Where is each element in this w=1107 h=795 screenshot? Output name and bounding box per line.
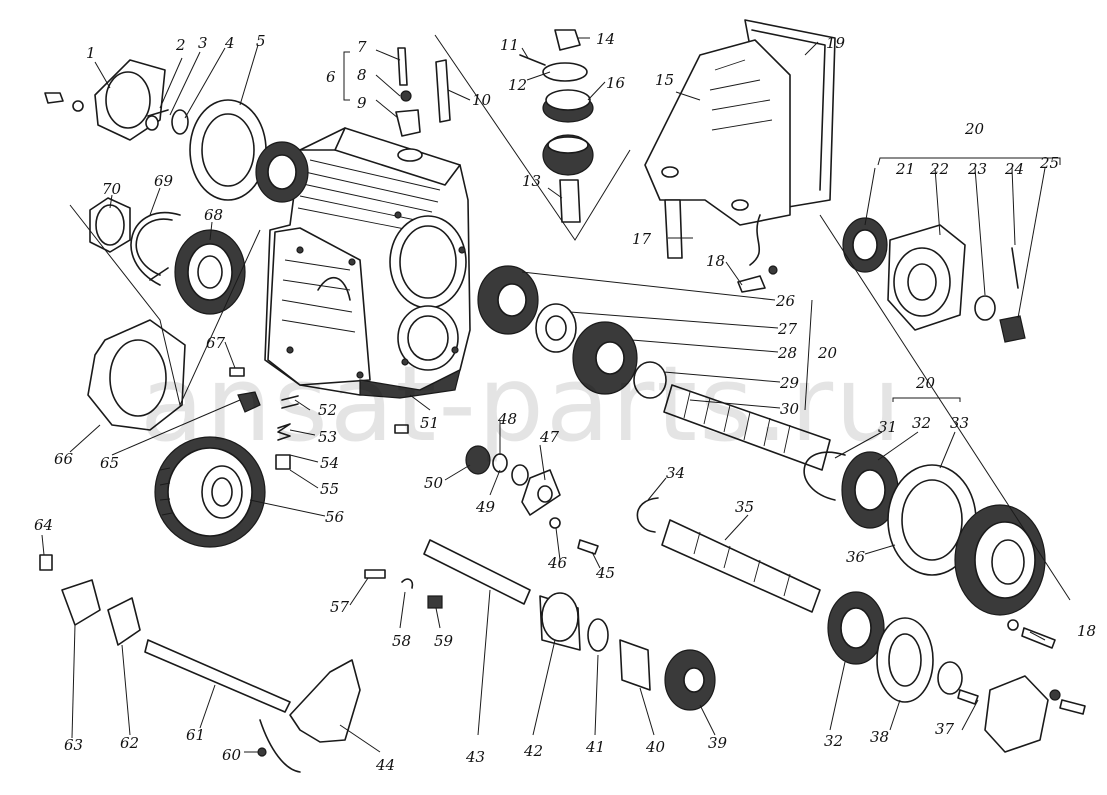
label-56: 56 [325,508,345,526]
label-10: 10 [472,91,492,109]
label-14: 14 [596,30,615,48]
label-19: 19 [826,34,846,52]
label-63: 63 [64,736,83,754]
label-32-top: 32 [912,414,931,432]
label-11: 11 [500,36,519,54]
label-17: 17 [632,230,652,248]
label-64: 64 [34,516,53,534]
top-small-parts [395,29,594,223]
label-46: 46 [547,554,568,572]
leader-lines [41,37,1046,753]
label-39: 39 [708,734,728,752]
right-flange-group [842,217,1026,343]
label-54: 54 [320,454,339,472]
label-68: 68 [204,206,223,224]
label-22: 22 [929,160,949,178]
label-52: 52 [318,401,337,419]
label-38: 38 [870,728,889,746]
label-58: 58 [392,632,411,650]
label-48: 48 [497,410,517,428]
label-25: 25 [1039,154,1059,172]
output-shaft [636,497,1086,753]
label-55: 55 [320,480,339,498]
part-number-labels: 1 2 3 4 5 6 7 8 9 10 11 12 13 14 15 16 1… [34,30,1096,774]
label-33: 33 [950,414,969,432]
label-29: 29 [779,374,800,392]
label-70: 70 [102,180,122,198]
label-7: 7 [357,38,367,56]
label-42: 42 [523,742,543,760]
label-35: 35 [735,498,754,516]
label-30: 30 [780,400,800,418]
label-66: 66 [54,450,74,468]
label-20-mid: 20 [817,344,838,362]
gearbox-housing [264,127,471,399]
left-cover-group [44,59,309,470]
watermark-text: ansat-parts.ru [140,343,903,465]
label-20-top: 20 [964,120,985,138]
label-31: 31 [878,418,897,436]
label-16: 16 [606,74,626,92]
label-8: 8 [357,66,367,84]
label-61: 61 [186,726,205,744]
label-4: 4 [224,34,235,52]
label-45: 45 [595,564,615,582]
label-20-right: 20 [915,374,936,392]
label-1: 1 [86,44,96,62]
label-9: 9 [357,94,367,112]
label-41: 41 [585,738,605,756]
label-13: 13 [522,172,541,190]
label-53: 53 [318,428,337,446]
label-44: 44 [375,756,395,774]
label-3: 3 [198,34,208,52]
label-6: 6 [326,68,336,86]
assembly-bracket-lines [69,34,1071,601]
label-12: 12 [508,76,527,94]
label-27: 27 [777,320,798,338]
label-59: 59 [434,632,454,650]
label-60: 60 [222,746,242,764]
label-37: 37 [935,720,955,738]
label-32-bottom: 32 [824,732,843,750]
label-43: 43 [465,748,485,766]
label-57: 57 [330,598,350,616]
label-15: 15 [655,71,674,89]
label-21: 21 [895,160,915,178]
label-50: 50 [424,474,444,492]
label-65: 65 [100,454,119,472]
label-23: 23 [967,160,987,178]
main-shaft [477,265,831,471]
label-5: 5 [256,32,266,50]
label-47: 47 [539,428,560,446]
label-36: 36 [846,548,866,566]
label-51: 51 [420,414,439,432]
label-67: 67 [206,334,226,352]
label-24: 24 [1004,160,1024,178]
label-69: 69 [154,172,174,190]
label-18-bottom: 18 [1077,622,1096,640]
right-bearing-group [803,451,1056,649]
countershaft-group [394,424,716,711]
bracket-15 [644,19,836,293]
label-26: 26 [775,292,796,310]
label-40: 40 [645,738,666,756]
label-2: 2 [175,36,186,54]
gear-56 [154,436,266,548]
label-49: 49 [475,498,496,516]
label-34: 34 [666,464,685,482]
label-28: 28 [777,344,797,362]
label-62: 62 [120,734,139,752]
label-18-top: 18 [706,252,725,270]
shift-fork-group [39,554,443,773]
